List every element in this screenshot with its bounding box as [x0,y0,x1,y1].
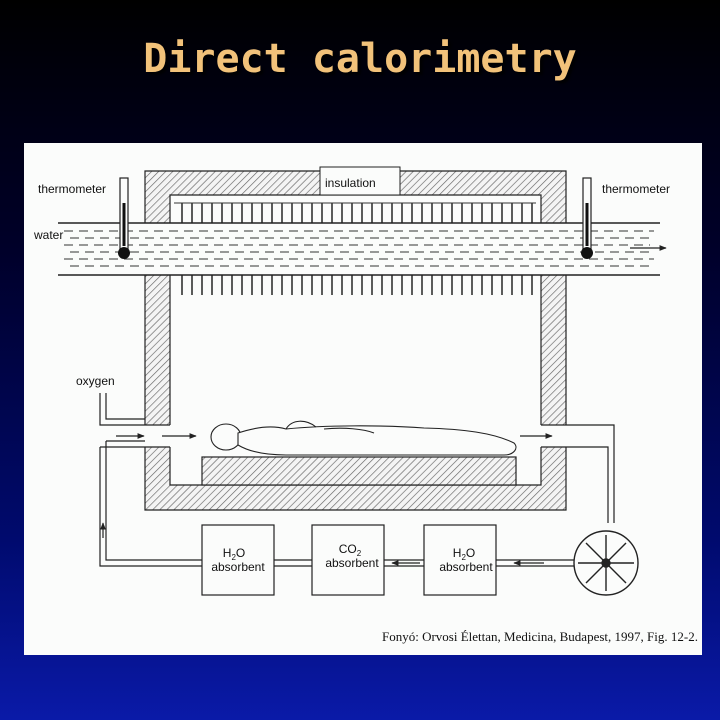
outlet-pipe [520,424,615,523]
absorbent-box-2: CO2 absorbent [311,524,385,596]
absorbent-2-sub: 2 [357,549,362,558]
absorbent-3-formula-rest: O [466,546,475,560]
absorbent-3-sub: 2 [461,553,466,562]
thermometer-left-label: thermometer [38,182,106,196]
pump-wheel-icon [573,530,639,596]
svg-text:H2O: H2O [223,546,245,562]
person-lying-icon [210,420,517,456]
absorbent-2-formula: CO [339,542,357,556]
absorbent-1-formula: H [223,546,232,560]
calorimeter-diagram: insulation [24,143,702,655]
thermometer-right-icon [581,177,593,259]
diagram-svg: insulation [33,166,698,644]
inlet-pipe [99,393,202,567]
svg-text:H2O: H2O [453,546,475,562]
absorbent-box-1: H2O absorbent [201,524,275,596]
insulation-chamber [142,170,569,511]
absorber-circuit [274,559,574,567]
oxygen-label: oxygen [76,374,115,388]
absorbent-box-3: H2O absorbent [423,524,497,596]
absorbent-1-sub: 2 [231,553,236,562]
bed-platform [201,456,517,486]
absorbent-3-formula: H [453,546,462,560]
thermometer-left-icon [118,177,130,259]
absorbent-1-formula-rest: O [236,546,245,560]
absorbent-2-word: absorbent [325,556,379,570]
water-pipe [58,222,667,276]
absorbent-3-word: absorbent [439,560,493,574]
water-label: water [33,228,63,242]
svg-text:CO2: CO2 [339,542,362,558]
slide-title: Direct calorimetry [143,36,577,82]
absorbent-1-word: absorbent [211,560,265,574]
insulation-label-box [319,166,401,196]
insulation-label: insulation [325,176,376,190]
thermometer-right-label: thermometer [602,182,670,196]
heat-exchanger-fins [174,202,536,295]
figure-caption: Fonyó: Orvosi Élettan, Medicina, Budapes… [382,629,698,644]
